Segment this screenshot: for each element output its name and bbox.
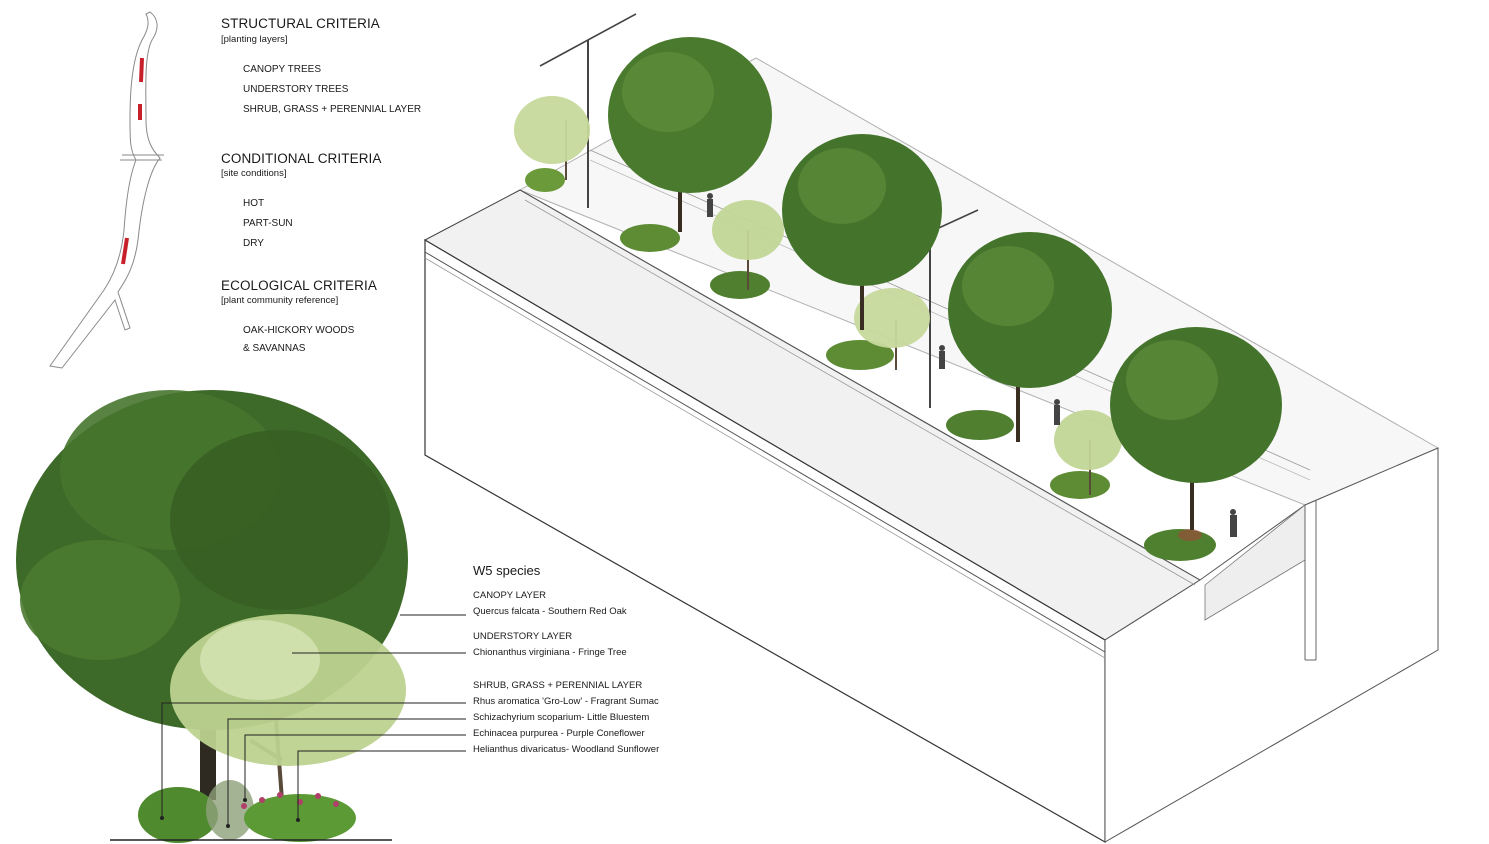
species-title: W5 species — [473, 563, 541, 578]
canopy-tree — [948, 232, 1112, 442]
shrub-species: Rhus aromatica 'Gro-Low' - Fragrant Suma… — [473, 696, 659, 707]
conditional-item: PART-SUN — [243, 218, 293, 229]
ecological-item: & SAVANNAS — [243, 343, 306, 354]
canopy-tree — [608, 37, 772, 232]
canopy-tree — [782, 134, 942, 330]
conditional-criteria-title: CONDITIONAL CRITERIA — [221, 151, 382, 166]
conditional-item: HOT — [243, 198, 265, 209]
southern-red-oak — [16, 390, 408, 800]
conditional-item: DRY — [243, 238, 264, 249]
shrub-layer-heading: SHRUB, GRASS + PERENNIAL LAYER — [473, 680, 643, 691]
ecological-item: OAK-HICKORY WOODS — [243, 325, 355, 336]
walkway-deck — [423, 189, 1201, 641]
leader-dots — [160, 798, 300, 828]
structural-item: SHRUB, GRASS + PERENNIAL LAYER — [243, 104, 422, 115]
ecological-criteria-subtitle: [plant community reference] — [221, 295, 339, 306]
structural-item: UNDERSTORY TREES — [243, 84, 349, 95]
understory-tree — [514, 96, 590, 180]
corridor-outline — [49, 11, 161, 369]
shrub-species: Echinacea purpurea - Purple Coneflower — [473, 728, 645, 739]
canopy-layer-heading: CANOPY LAYER — [473, 590, 547, 601]
highlight-segment — [121, 237, 129, 265]
shrub-species: Schizachyrium scoparium- Little Bluestem — [473, 712, 650, 723]
highlight-segment — [139, 57, 144, 83]
understory-species: Chionanthus virginiana - Fringe Tree — [473, 647, 627, 658]
structural-criteria-subtitle: [planting layers] — [221, 34, 288, 45]
understory-layer-heading: UNDERSTORY LAYER — [473, 631, 573, 642]
canopy-species: Quercus falcata - Southern Red Oak — [473, 606, 627, 617]
pedestrian — [707, 193, 1237, 537]
understory-tree — [1054, 410, 1122, 495]
leader-lines — [161, 614, 466, 826]
conditional-criteria-subtitle: [site conditions] — [221, 168, 287, 179]
light-post — [929, 209, 979, 408]
structural-item: CANOPY TREES — [243, 64, 321, 75]
shrub-species: Helianthus divaricatus- Woodland Sunflow… — [473, 744, 660, 755]
shrub-layer — [138, 780, 356, 843]
structure-side-face — [1104, 447, 1439, 843]
canopy-tree — [1110, 327, 1282, 530]
light-post — [539, 13, 637, 208]
ecological-criteria-title: ECOLOGICAL CRITERIA — [221, 278, 377, 293]
understory-tree — [712, 200, 784, 290]
understory-tree — [854, 288, 930, 370]
planting-strip — [525, 168, 1216, 561]
structural-criteria-title: STRUCTURAL CRITERIA — [221, 16, 380, 31]
fringe-tree — [170, 614, 406, 801]
